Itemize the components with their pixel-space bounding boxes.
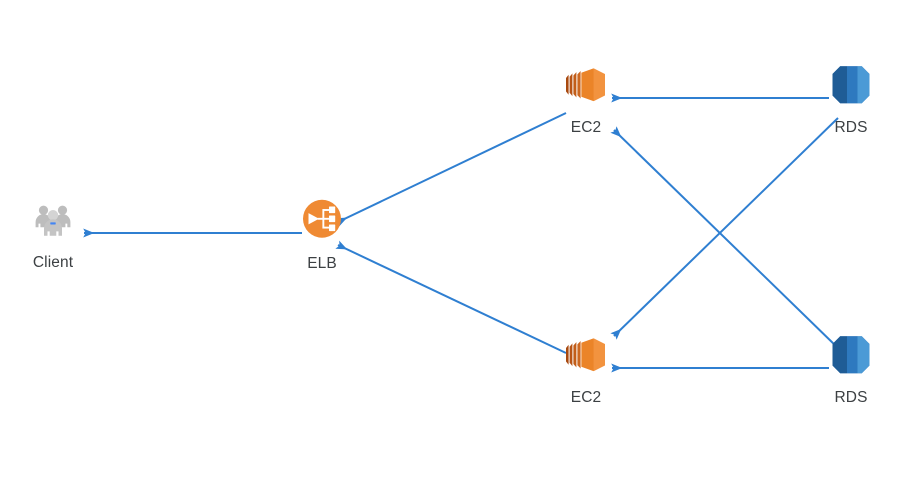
node-ec2-top[interactable]: EC2 bbox=[538, 61, 634, 136]
node-label-client: Client bbox=[32, 253, 74, 271]
elastic-load-balancer-icon bbox=[298, 195, 346, 243]
ec2-instance-icon bbox=[562, 61, 610, 109]
node-label-rds-bottom: RDS bbox=[834, 388, 868, 406]
node-client[interactable]: Client bbox=[5, 196, 101, 271]
node-rds-bottom[interactable]: RDS bbox=[803, 331, 899, 406]
rds-database-icon bbox=[827, 331, 875, 379]
edge-ec2top-to-elb bbox=[335, 112, 567, 227]
edge-rdsbot-to-ec2top bbox=[610, 126, 839, 349]
node-label-rds-top: RDS bbox=[834, 118, 868, 136]
ec2-instance-icon bbox=[562, 331, 610, 379]
users-group-icon bbox=[29, 196, 77, 244]
node-elb[interactable]: ELB bbox=[274, 195, 370, 272]
node-ec2-bottom[interactable]: EC2 bbox=[538, 331, 634, 406]
node-label-elb: ELB bbox=[307, 254, 337, 272]
node-rds-top[interactable]: RDS bbox=[803, 61, 899, 136]
rds-database-icon bbox=[827, 61, 875, 109]
node-label-ec2-top: EC2 bbox=[570, 118, 602, 136]
node-label-ec2-bottom: EC2 bbox=[570, 388, 602, 406]
edge-ec2bot-to-elb bbox=[335, 240, 567, 354]
edge-rdstop-to-ec2bot bbox=[610, 117, 839, 340]
